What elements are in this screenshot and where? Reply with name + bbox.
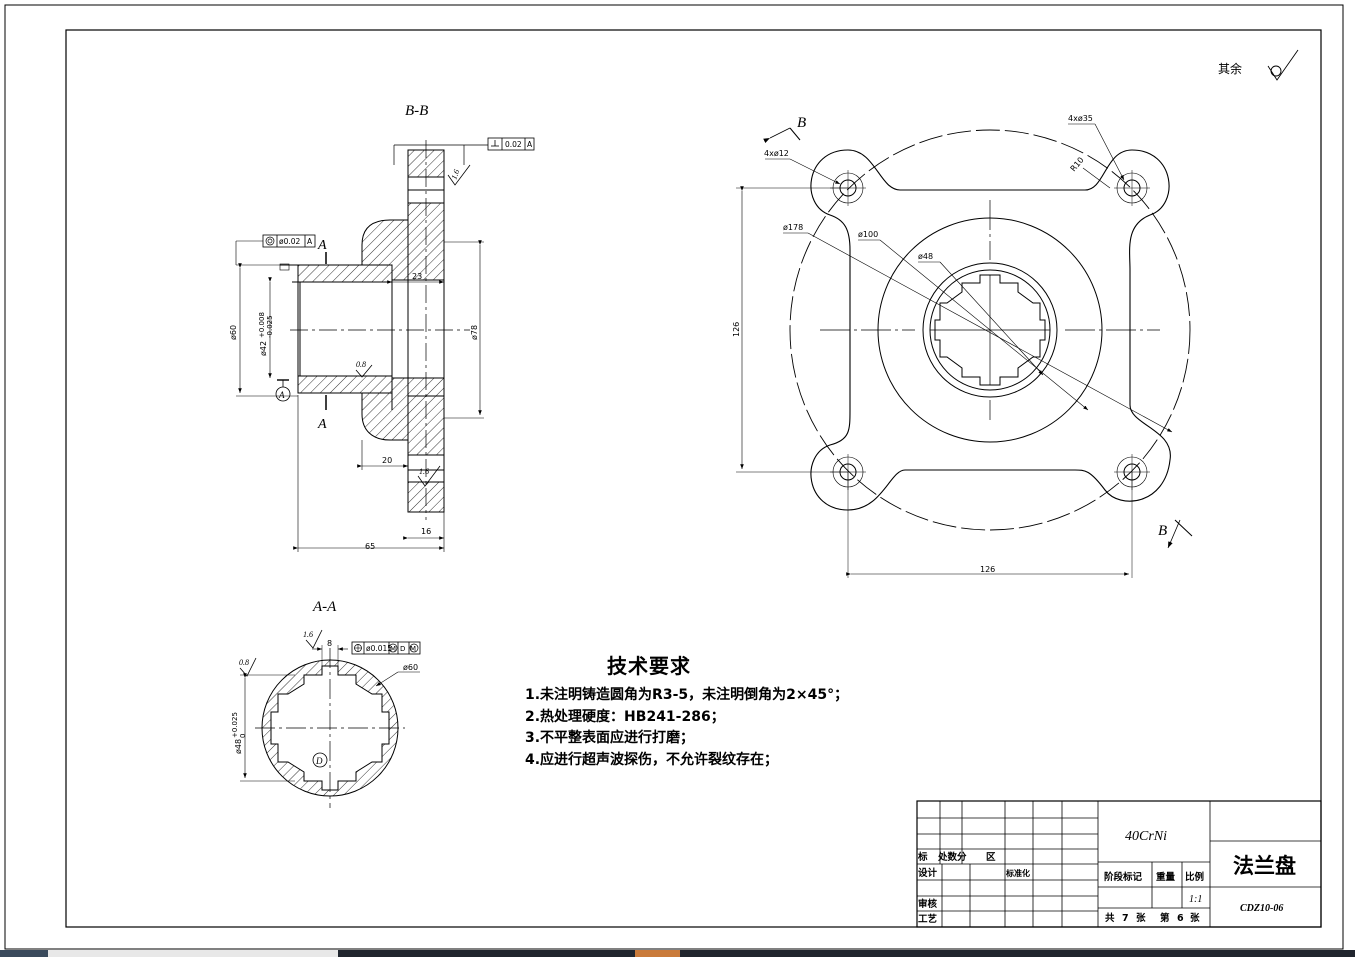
tb-part-name: 法兰盘 bbox=[1233, 854, 1296, 878]
datum-d-label: D bbox=[315, 756, 323, 766]
dim-spline-d60: ø60 bbox=[403, 663, 418, 672]
dim-d100: ø100 bbox=[858, 230, 878, 239]
front-view bbox=[736, 123, 1193, 578]
tb-material: 40CrNi bbox=[1125, 829, 1167, 844]
dim-spline-width: 8 bbox=[327, 639, 332, 648]
tb-mark-label: 标 bbox=[917, 851, 928, 863]
tb-total-unit: 张 bbox=[1136, 912, 1146, 924]
tb-sheet-unit: 张 bbox=[1190, 912, 1200, 924]
datum-a-label: A bbox=[278, 390, 285, 400]
dim-d78: ø78 bbox=[470, 325, 479, 340]
roughness-value-2: 0.8 bbox=[356, 360, 366, 369]
dim-spline-d48-tol-lower: 0 bbox=[239, 734, 247, 738]
dim-d48: ø48 bbox=[918, 252, 933, 261]
tb-weight-label: 重量 bbox=[1156, 871, 1176, 883]
requirement-item: 4.应进行超声波探伤，不允许裂纹存在； bbox=[525, 751, 779, 768]
tb-scale: 1:1 bbox=[1189, 894, 1202, 905]
taskbar-segment bbox=[48, 950, 338, 957]
tb-standard-label: 标准化 bbox=[1005, 868, 1030, 878]
requirements-title: 技术要求 bbox=[607, 654, 691, 678]
roughness-symbol-group-bb bbox=[355, 164, 471, 487]
roughness-rest-label: 其余 bbox=[1218, 61, 1242, 76]
roughness-value-4: 0.8 bbox=[239, 658, 249, 667]
dim-20: 20 bbox=[382, 456, 392, 465]
tb-sheet-label: 第 bbox=[1160, 912, 1170, 924]
dim-65: 65 bbox=[365, 542, 375, 551]
tb-zone-label: 处数分 bbox=[937, 851, 967, 863]
conc-tol-datum: A bbox=[307, 237, 313, 246]
outer-frame bbox=[4, 4, 1344, 950]
taskbar-segment bbox=[635, 950, 680, 957]
dim-holes12: 4xø12 bbox=[764, 149, 789, 158]
roughness-value-5: 1.6 bbox=[303, 630, 313, 639]
section-bb-label: B-B bbox=[405, 103, 428, 119]
requirement-item: 1.未注明铸造圆角为R3-5，未注明倒角为2×45°； bbox=[525, 687, 849, 703]
taskbar-segment bbox=[0, 950, 48, 957]
dim-d42: ø42 bbox=[259, 341, 268, 356]
taskbar-strip bbox=[0, 950, 1355, 957]
pos-tol-value: ø0.015 bbox=[366, 644, 392, 653]
pos-tol-datum: D bbox=[400, 645, 405, 653]
requirement-item: 2.热处理硬度：HB241-286； bbox=[525, 708, 725, 725]
dim-d42-tol-lower: -0.025 bbox=[266, 315, 274, 338]
section-aa-view bbox=[239, 629, 421, 808]
tb-review-label: 审核 bbox=[918, 898, 938, 910]
dim-23: 23 bbox=[412, 272, 422, 281]
tb-sheet-number: 6 bbox=[1177, 913, 1184, 924]
dim-spline-d48-tol-upper: +0.025 bbox=[231, 712, 239, 738]
tb-total-count: 7 bbox=[1122, 913, 1129, 924]
cut-mark-b-top: B bbox=[797, 115, 806, 131]
tb-total-label: 共 bbox=[1105, 912, 1115, 924]
requirement-item: 3.不平整表面应进行打磨； bbox=[525, 730, 695, 746]
pos-tol-datum-mod: M bbox=[410, 645, 416, 653]
section-bb-view: B-B bbox=[235, 103, 535, 552]
conc-tol-value: ø0.02 bbox=[279, 237, 301, 246]
inner-frame bbox=[65, 29, 1322, 928]
perp-tol-datum: A bbox=[527, 140, 533, 149]
title-block bbox=[916, 800, 1322, 928]
tb-process-label: 工艺 bbox=[918, 913, 938, 925]
dim-holes35: 4xø35 bbox=[1068, 114, 1093, 123]
dim-w126: 126 bbox=[980, 565, 995, 574]
dim-d178: ø178 bbox=[783, 223, 803, 232]
cut-mark-a-top: A bbox=[317, 238, 327, 253]
tb-drawing-number: CDZ10-06 bbox=[1240, 903, 1283, 914]
dim-h126: 126 bbox=[732, 322, 741, 337]
tb-area-label: 区 bbox=[986, 852, 996, 863]
perp-tol-value: 0.02 bbox=[505, 140, 522, 149]
cut-mark-a-bottom: A bbox=[317, 417, 327, 432]
dim-d60: ø60 bbox=[229, 325, 238, 340]
tb-ratio-label: 比例 bbox=[1185, 871, 1204, 883]
dim-16: 16 bbox=[421, 527, 431, 536]
tb-design-label: 设计 bbox=[918, 867, 938, 879]
requirements-list: 1.未注明铸造圆角为R3-5，未注明倒角为2×45°； 2.热处理硬度：HB24… bbox=[525, 685, 848, 771]
dim-d42-tol-upper: +0.008 bbox=[258, 312, 266, 338]
pos-tol-mod: M bbox=[390, 645, 396, 653]
dim-spline-d48: ø48 bbox=[234, 739, 243, 754]
section-aa-label: A-A bbox=[312, 599, 337, 615]
tb-stage-label: 阶段标记 bbox=[1104, 871, 1143, 883]
roughness-rest-symbol bbox=[1267, 49, 1299, 81]
roughness-value-1: 1.6 bbox=[449, 168, 461, 180]
dim-r10: R10 bbox=[1069, 155, 1086, 173]
roughness-value-3: 1.6 bbox=[419, 467, 429, 476]
cut-mark-b-bottom: B bbox=[1158, 523, 1167, 539]
